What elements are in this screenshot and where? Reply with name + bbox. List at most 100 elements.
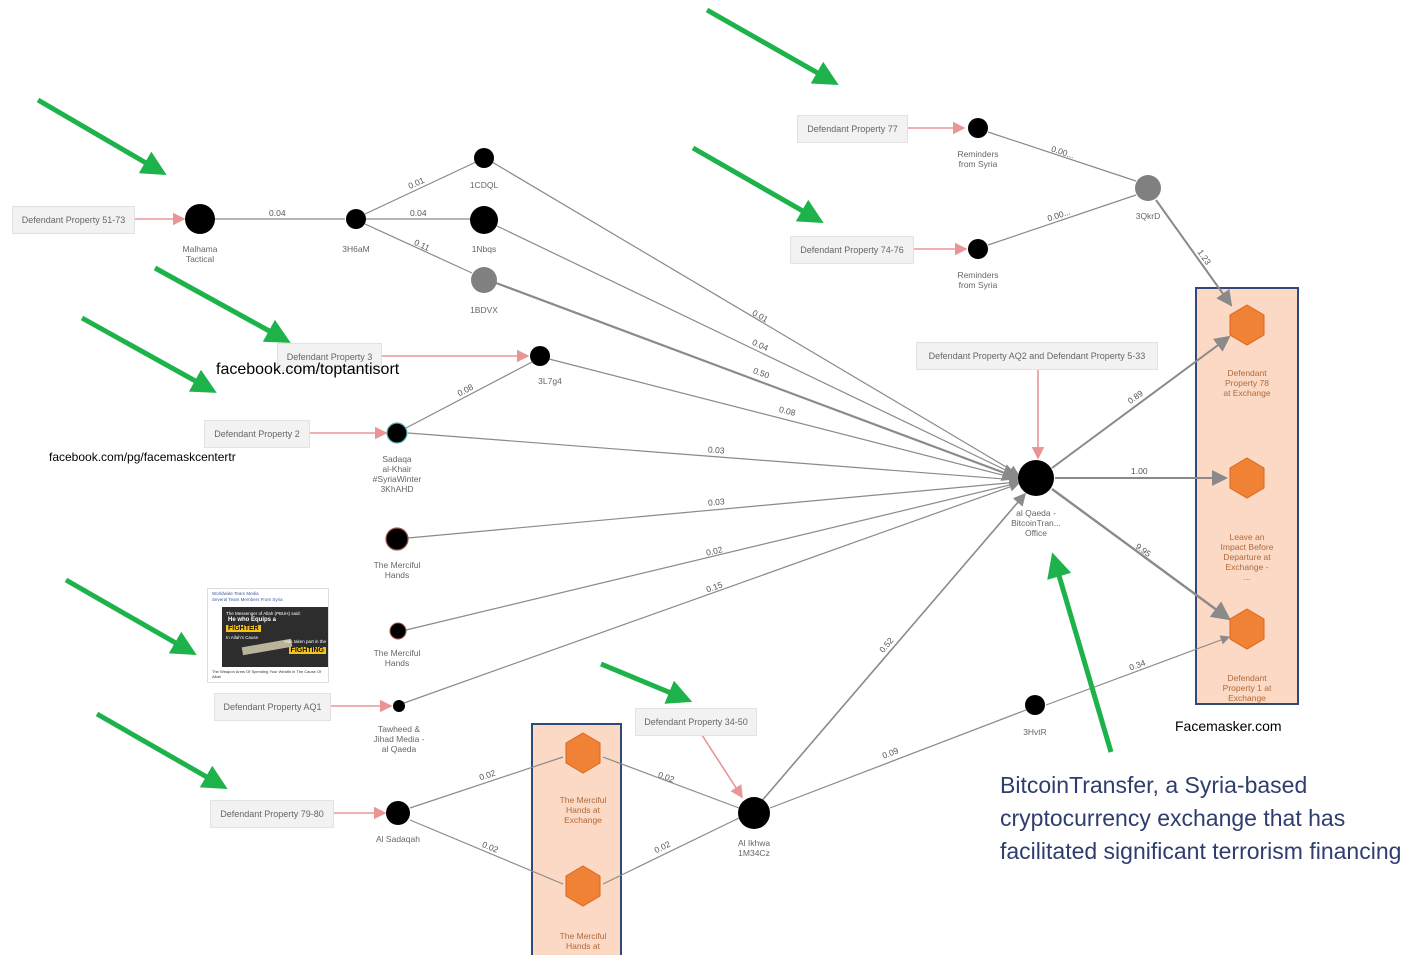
caption-bitcointransfer: BitcoinTransfer, a Syria-based cryptocur… bbox=[1000, 772, 1402, 864]
edge-sadaqa-3l7g4 bbox=[405, 361, 533, 429]
annotation-facebook-toptantisort: facebook.com/toptantisort bbox=[216, 361, 400, 378]
thumbnail-highlight1: FIGHTER bbox=[226, 625, 261, 632]
edge-label: 0.03 bbox=[707, 444, 725, 456]
defendant-property-74-76-box: Defendant Property 74-76 bbox=[790, 236, 914, 264]
thumbnail-image: The Messenger of Allah (PBUH) said: He w… bbox=[222, 607, 328, 667]
node-label-reminders-2: Reminders from Syria bbox=[957, 270, 999, 290]
defendant-property-79-80-box: Defendant Property 79-80 bbox=[210, 800, 334, 828]
edge-label: 0.04 bbox=[269, 208, 286, 218]
edge-alikhwa-alqaeda bbox=[759, 492, 1027, 804]
node-label-1cdql: 1CDQL bbox=[469, 180, 499, 190]
defendant-property-51-73-box: Defendant Property 51-73 bbox=[12, 206, 135, 234]
annotation-facebook-facemaskcenter: facebook.com/pg/facemaskcentertr bbox=[49, 450, 236, 464]
edge-3qkrd-dp78 bbox=[1155, 199, 1233, 307]
edge-1bdvx-alqaeda bbox=[495, 281, 1021, 481]
node-merciful2 bbox=[389, 622, 407, 640]
hex-label-mh2: The Merciful Hands at bbox=[559, 931, 607, 951]
thumbnail-line3: In Allah's Cause bbox=[226, 635, 259, 640]
edge-mh2-alikhwa bbox=[602, 817, 740, 885]
node-label-reminders-1: Reminders from Syria bbox=[957, 149, 999, 169]
edge-alsadaqah-mh2 bbox=[409, 819, 564, 885]
hex-mh2 bbox=[565, 865, 601, 907]
defendant-property-2-box: Defendant Property 2 bbox=[204, 420, 310, 448]
edge-alikhwa-3hvtr bbox=[769, 709, 1027, 809]
edge-alsadaqah-mh1 bbox=[409, 756, 564, 809]
node-1cdql bbox=[474, 148, 494, 168]
edge-mh2-alqaeda bbox=[405, 480, 1020, 631]
edge-1cdql-alqaeda bbox=[491, 161, 1020, 475]
hex-label-mh1: The Merciful Hands at Exchange bbox=[559, 795, 607, 825]
propaganda-thumbnail: Worldwide Team Media Several Team Member… bbox=[207, 588, 329, 683]
hex-label-dp78: Defendant Property 78 at Exchange bbox=[1223, 368, 1271, 398]
node-label-al-qaeda: al Qaeda - BitcoinTran... Office bbox=[1011, 508, 1061, 538]
node-malhama bbox=[185, 204, 215, 234]
node-label-al-ikhwa: Al Ikhwa 1M34Cz bbox=[737, 838, 771, 858]
thumbnail-line4: Has taken part in the bbox=[284, 639, 326, 644]
node-label-3l7g4: 3L7g4 bbox=[538, 376, 562, 386]
node-label-3h6am: 3H6aM bbox=[342, 244, 370, 254]
node-1nbqs bbox=[470, 206, 498, 234]
node-label-merciful-1: The Merciful Hands bbox=[373, 560, 421, 580]
edge-3hvtr-dp1 bbox=[1045, 635, 1231, 706]
edge-label: 0.04 bbox=[410, 208, 427, 218]
hex-mh1 bbox=[565, 732, 601, 774]
node-merciful1 bbox=[385, 527, 409, 551]
hex-label-dp1: Defendant Property 1 at Exchange bbox=[1222, 673, 1272, 703]
node-label-1nbqs: 1Nbqs bbox=[471, 244, 497, 254]
thumbnail-line1: The Messenger of Allah (PBUH) said: bbox=[226, 611, 301, 616]
green-arrow-7 bbox=[95, 711, 228, 789]
edge-mh1-alikhwa bbox=[602, 756, 740, 809]
node-label-al-sadaqah: Al Sadaqah bbox=[376, 834, 420, 844]
node-3hvtr bbox=[1025, 695, 1045, 715]
edge-3l7g4-alqaeda bbox=[548, 358, 1020, 482]
edge-label: 0.03 bbox=[707, 496, 725, 508]
thumbnail-line2: He who Equips a bbox=[228, 617, 277, 623]
node-label-3qkrd: 3QkrD bbox=[1135, 211, 1161, 221]
defendant-property-34-50-box: Defendant Property 34-50 bbox=[635, 708, 757, 736]
hex-label-leave: Leave an Impact Before Departure at Exch… bbox=[1220, 532, 1274, 582]
thumbnail-footer: The Weapon Arms Of Spending Your Wealth … bbox=[212, 669, 322, 679]
node-label-sadaqa: Sadaqa al-Khair #SyriaWinter 3KhAHD bbox=[372, 454, 422, 494]
node-tawheed bbox=[393, 700, 405, 712]
defendant-property-aq2-box: Defendant Property AQ2 and Defendant Pro… bbox=[916, 342, 1158, 370]
edge-3h6am-1cdql bbox=[364, 161, 477, 215]
green-arrow-6 bbox=[64, 577, 197, 655]
edge-rem1-3qkrd bbox=[987, 131, 1137, 182]
node-1bdvx bbox=[471, 267, 497, 293]
edge-sadaqa-alqaeda bbox=[407, 432, 1020, 485]
node-alikhwa bbox=[738, 797, 770, 829]
node-alqaeda bbox=[1018, 460, 1054, 496]
defendant-property-3-box: Defendant Property 3 bbox=[277, 343, 382, 371]
node-alsadaqah bbox=[386, 801, 410, 825]
node-3l7g4 bbox=[530, 346, 550, 366]
hex-leave bbox=[1229, 457, 1265, 499]
thumbnail-highlight2: FIGHTING bbox=[288, 647, 326, 654]
node-3qkrd bbox=[1135, 175, 1161, 201]
node-label-merciful-2: The Merciful Hands bbox=[373, 648, 421, 668]
edge-label: 1.00 bbox=[1131, 466, 1148, 476]
thumbnail-header: Worldwide Team Media Several Team Member… bbox=[208, 589, 328, 611]
green-arrow-8 bbox=[600, 661, 693, 704]
node-3h6am bbox=[346, 209, 366, 229]
node-sadaqa bbox=[386, 422, 408, 444]
green-arrow-1 bbox=[36, 97, 167, 176]
edge-rem2-3qkrd bbox=[987, 194, 1137, 246]
edge-mh1-alqaeda bbox=[407, 477, 1020, 539]
edge-1nbqs-alqaeda bbox=[496, 225, 1020, 477]
green-arrow-2 bbox=[705, 7, 839, 85]
node-label-malhama: Malhama Tactical bbox=[182, 244, 218, 264]
edge-tawheed-alqaeda bbox=[403, 482, 1020, 704]
green-arrow-5 bbox=[80, 315, 217, 393]
node-rem2 bbox=[968, 239, 988, 259]
edge-alqaeda-dp1 bbox=[1051, 488, 1231, 621]
defendant-property-aq1-box: Defendant Property AQ1 bbox=[214, 693, 331, 721]
edge-alqaeda-dp78 bbox=[1051, 335, 1231, 469]
annotation-facemasker: Facemasker.com bbox=[1175, 718, 1282, 734]
green-arrow-3 bbox=[691, 145, 824, 223]
node-label-1bdvx: 1BDVX bbox=[470, 305, 498, 315]
hex-dp78 bbox=[1229, 304, 1265, 346]
defendant-property-77-box: Defendant Property 77 bbox=[797, 115, 908, 143]
edge-dp34-alikhwa bbox=[699, 731, 743, 799]
